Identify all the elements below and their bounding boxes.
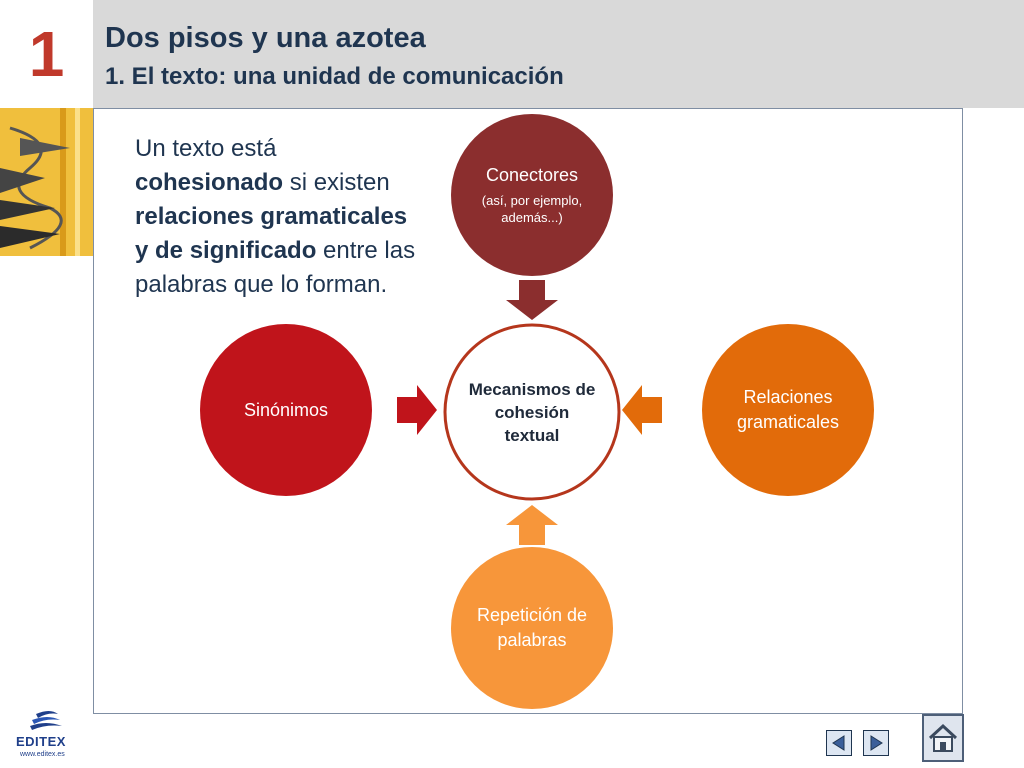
grammatical-relations-label: Relaciones gramaticales xyxy=(736,387,840,432)
center-circle xyxy=(443,323,621,501)
unit-number: 1 xyxy=(28,18,65,90)
editex-logo: EDITEX www.editex.es xyxy=(16,708,76,758)
home-icon xyxy=(928,723,958,752)
word-repetition-label: Repetición de palabras xyxy=(476,605,588,650)
word-repetition-bubble: Repetición de palabras xyxy=(462,598,602,658)
intro-text-3: entre las palabras que lo forman. xyxy=(135,237,416,298)
previous-slide-button[interactable] xyxy=(826,730,852,756)
header-band xyxy=(93,0,1024,108)
intro-bold-2: relaciones gramaticales y de significado xyxy=(135,203,408,264)
arrow-down-icon xyxy=(506,280,558,320)
center-bubble: Mecanismos de cohesión textual xyxy=(467,372,597,452)
logo-text: EDITEX xyxy=(16,734,66,749)
intro-text-2: si existen xyxy=(283,169,390,196)
word-repetition-circle xyxy=(451,547,613,709)
logo-url: www.editex.es xyxy=(20,751,65,758)
connectors-bubble: Conectores (así, por ejemplo, además...) xyxy=(462,150,602,240)
synonyms-circle xyxy=(200,324,372,496)
triangle-left-icon xyxy=(832,735,845,751)
intro-text-1: Un texto está xyxy=(135,135,277,162)
page-subtitle: 1. El texto: una unidad de comunicación xyxy=(105,63,564,90)
synonyms-bubble: Sinónimos xyxy=(216,390,356,430)
triangle-right-icon xyxy=(870,735,883,751)
arrow-up-icon xyxy=(506,505,558,545)
arrow-left-icon xyxy=(622,385,662,435)
connectors-label: Conectores xyxy=(485,164,579,185)
intro-paragraph: Un texto está cohesionado si existen rel… xyxy=(135,132,425,302)
grammatical-relations-circle xyxy=(702,324,874,496)
connectors-circle xyxy=(451,114,613,276)
home-button[interactable] xyxy=(922,714,964,762)
synonyms-label: Sinónimos xyxy=(243,399,329,420)
staircase-image xyxy=(0,108,93,256)
arrow-right-icon xyxy=(397,385,437,435)
editex-logo-icon xyxy=(30,711,62,730)
page-title: Dos pisos y una azotea xyxy=(105,22,426,54)
staircase-photo xyxy=(0,108,93,256)
grammatical-relations-bubble: Relaciones gramaticales xyxy=(718,380,858,440)
center-label: Mecanismos de cohesión textual xyxy=(468,379,596,445)
intro-bold-1: cohesionado xyxy=(135,169,284,196)
connectors-example: (así, por ejemplo, además...) xyxy=(481,192,583,225)
next-slide-button[interactable] xyxy=(863,730,889,756)
